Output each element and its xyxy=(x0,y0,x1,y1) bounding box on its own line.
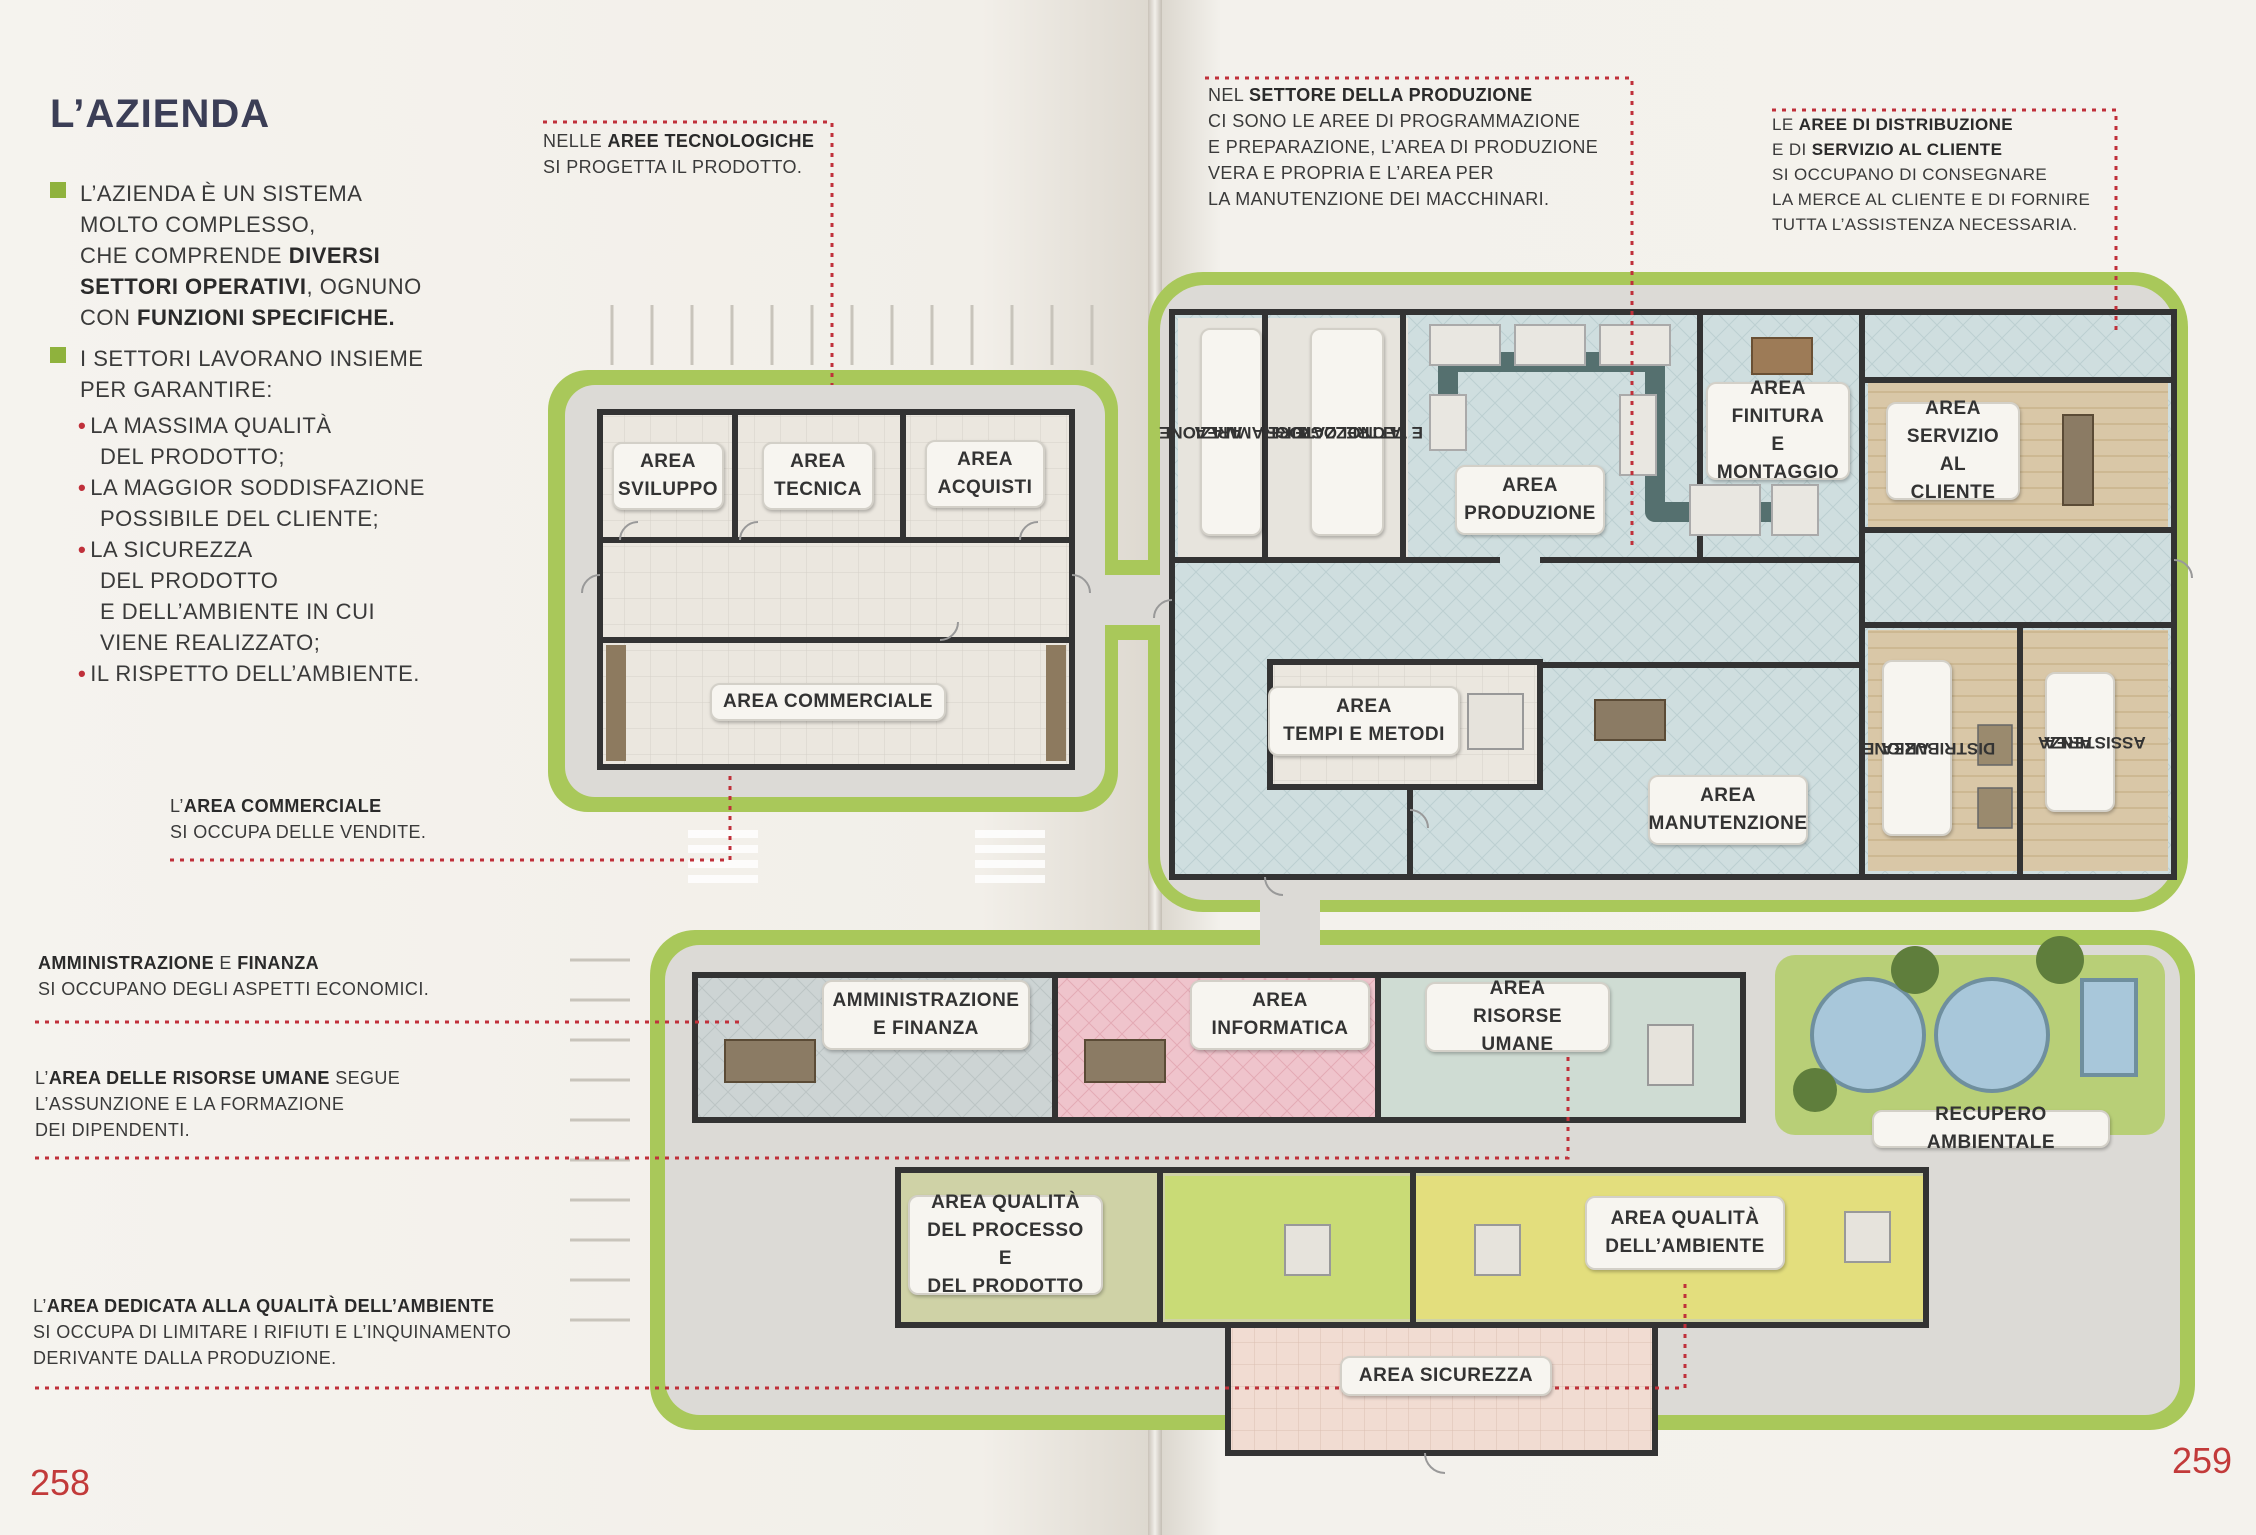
note-distribuzione: LE AREE DI DISTRIBUZIONE E DI SERVIZIO A… xyxy=(1772,115,2091,234)
list-item: •IL RISPETTO DELL’AMBIENTE. xyxy=(78,661,420,686)
note-qualita-ambiente: L’AREA DEDICATA ALLA QUALITÀ DELL’AMBIEN… xyxy=(33,1296,512,1368)
intro-bullet-1: L’AZIENDA È UN SISTEMA MOLTO COMPLESSO, … xyxy=(80,178,480,333)
note-area-commerciale: L’AREA COMMERCIALE SI OCCUPA DELLE VENDI… xyxy=(170,796,427,842)
list-item-cont: POSSIBILE DEL CLIENTE; xyxy=(100,506,380,531)
label-area-commerciale: AREA COMMERCIALE xyxy=(710,683,946,721)
note-amministrazione: AMMINISTRAZIONE E FINANZA SI OCCUPANO DE… xyxy=(38,953,430,999)
label-recupero-ambientale: RECUPERO AMBIENTALE xyxy=(1872,1104,2110,1153)
text-line: CON FUNZIONI SPECIFICHE. xyxy=(80,305,396,330)
green-bullet-icon xyxy=(50,182,66,198)
list-item-cont: E DELL’AMBIENTE IN CUI xyxy=(100,599,376,624)
note-settore-produzione: NEL SETTORE DELLA PRODUZIONE CI SONO LE … xyxy=(1208,85,1599,209)
text-line: SETTORI OPERATIVI, OGNUNO xyxy=(80,274,422,299)
green-bullet-icon xyxy=(50,347,66,363)
label-area-sicurezza: AREA SICUREZZA xyxy=(1340,1356,1552,1396)
text-line: PER GARANTIRE: xyxy=(80,377,273,402)
list-item-cont: DEL PRODOTTO; xyxy=(100,444,285,469)
text-line: CHE COMPRENDE DIVERSI xyxy=(80,243,381,268)
guarantee-list: •LA MASSIMA QUALITÀ DEL PRODOTTO; •LA MA… xyxy=(78,410,498,689)
page-number-left: 258 xyxy=(30,1462,91,1503)
text-line: L’AZIENDA È UN SISTEMA xyxy=(80,181,363,206)
list-item-cont: DEL PRODOTTO xyxy=(100,568,279,593)
text-line: MOLTO COMPLESSO, xyxy=(80,212,316,237)
note-aree-tecnologiche: NELLE AREE TECNOLOGICHE SI PROGETTA IL P… xyxy=(543,131,815,177)
list-item: •LA SICUREZZA xyxy=(78,537,253,562)
page-number-right: 259 xyxy=(2172,1440,2233,1481)
text-line: I SETTORI LAVORANO INSIEME xyxy=(80,346,424,371)
page-title: L’AZIENDA xyxy=(50,92,271,136)
intro-bullet-2: I SETTORI LAVORANO INSIEME PER GARANTIRE… xyxy=(80,343,500,405)
note-risorse-umane: L’AREA DELLE RISORSE UMANE SEGUE L’ASSUN… xyxy=(35,1068,401,1140)
list-item: •LA MAGGIOR SODDISFAZIONE xyxy=(78,475,425,500)
list-item-cont: VIENE REALIZZATO; xyxy=(100,630,321,655)
list-item: •LA MASSIMA QUALITÀ xyxy=(78,413,332,438)
